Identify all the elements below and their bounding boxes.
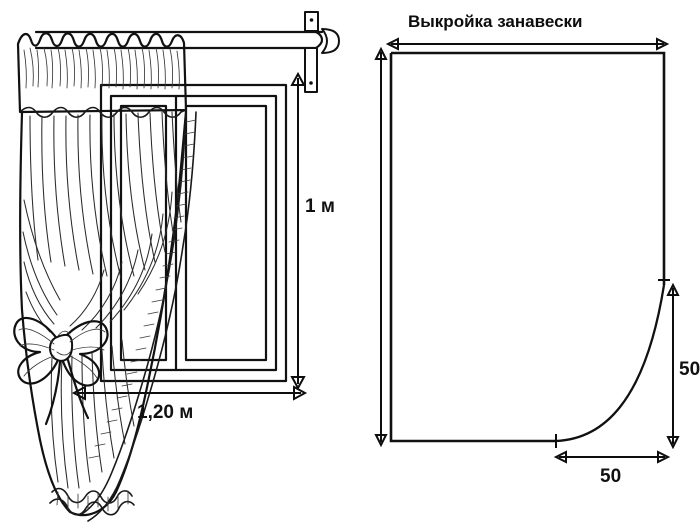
curtain-header — [16, 32, 188, 119]
rod-top-bracket — [304, 11, 319, 32]
pattern-outline — [389, 51, 666, 443]
hem-ruffle-lines — [56, 490, 129, 512]
dimension-curve-height: 50 — [666, 282, 700, 450]
left-figure-group: 1 м 1,20 м — [13, 11, 340, 522]
dimension-window-width-label: 1,20 м — [137, 402, 193, 423]
rod-bracket — [304, 47, 318, 93]
dimension-curve-width: 50 — [553, 450, 671, 487]
curtain-ruffle — [49, 111, 197, 522]
curtain-fold-lines — [29, 111, 182, 279]
ruffle-pleat-lines — [88, 119, 197, 459]
curtain-skirt-lines — [50, 339, 135, 489]
dimension-pattern-top-width — [385, 37, 670, 51]
right-figure-group: Выкройка занавески — [374, 12, 700, 487]
dimension-window-height: 1 м — [290, 71, 335, 391]
dimension-pattern-left-height — [374, 46, 388, 448]
dimension-window-height-label: 1 м — [305, 196, 335, 217]
window-frame — [99, 83, 288, 383]
dimension-window-width: 1,20 м — [71, 385, 308, 423]
dimension-curve-height-label: 50 — [679, 359, 700, 380]
pattern-title: Выкройка занавески — [408, 12, 582, 31]
bow-detail-lines — [18, 328, 106, 379]
curtain-body — [19, 110, 188, 517]
dimension-curve-width-label: 50 — [600, 466, 621, 487]
curtain-sweep-lines — [22, 191, 173, 333]
header-gather-lines — [23, 47, 180, 90]
pattern-curve-ticks — [555, 279, 670, 448]
rod-finial — [321, 28, 340, 54]
curtain-rod — [34, 11, 340, 93]
